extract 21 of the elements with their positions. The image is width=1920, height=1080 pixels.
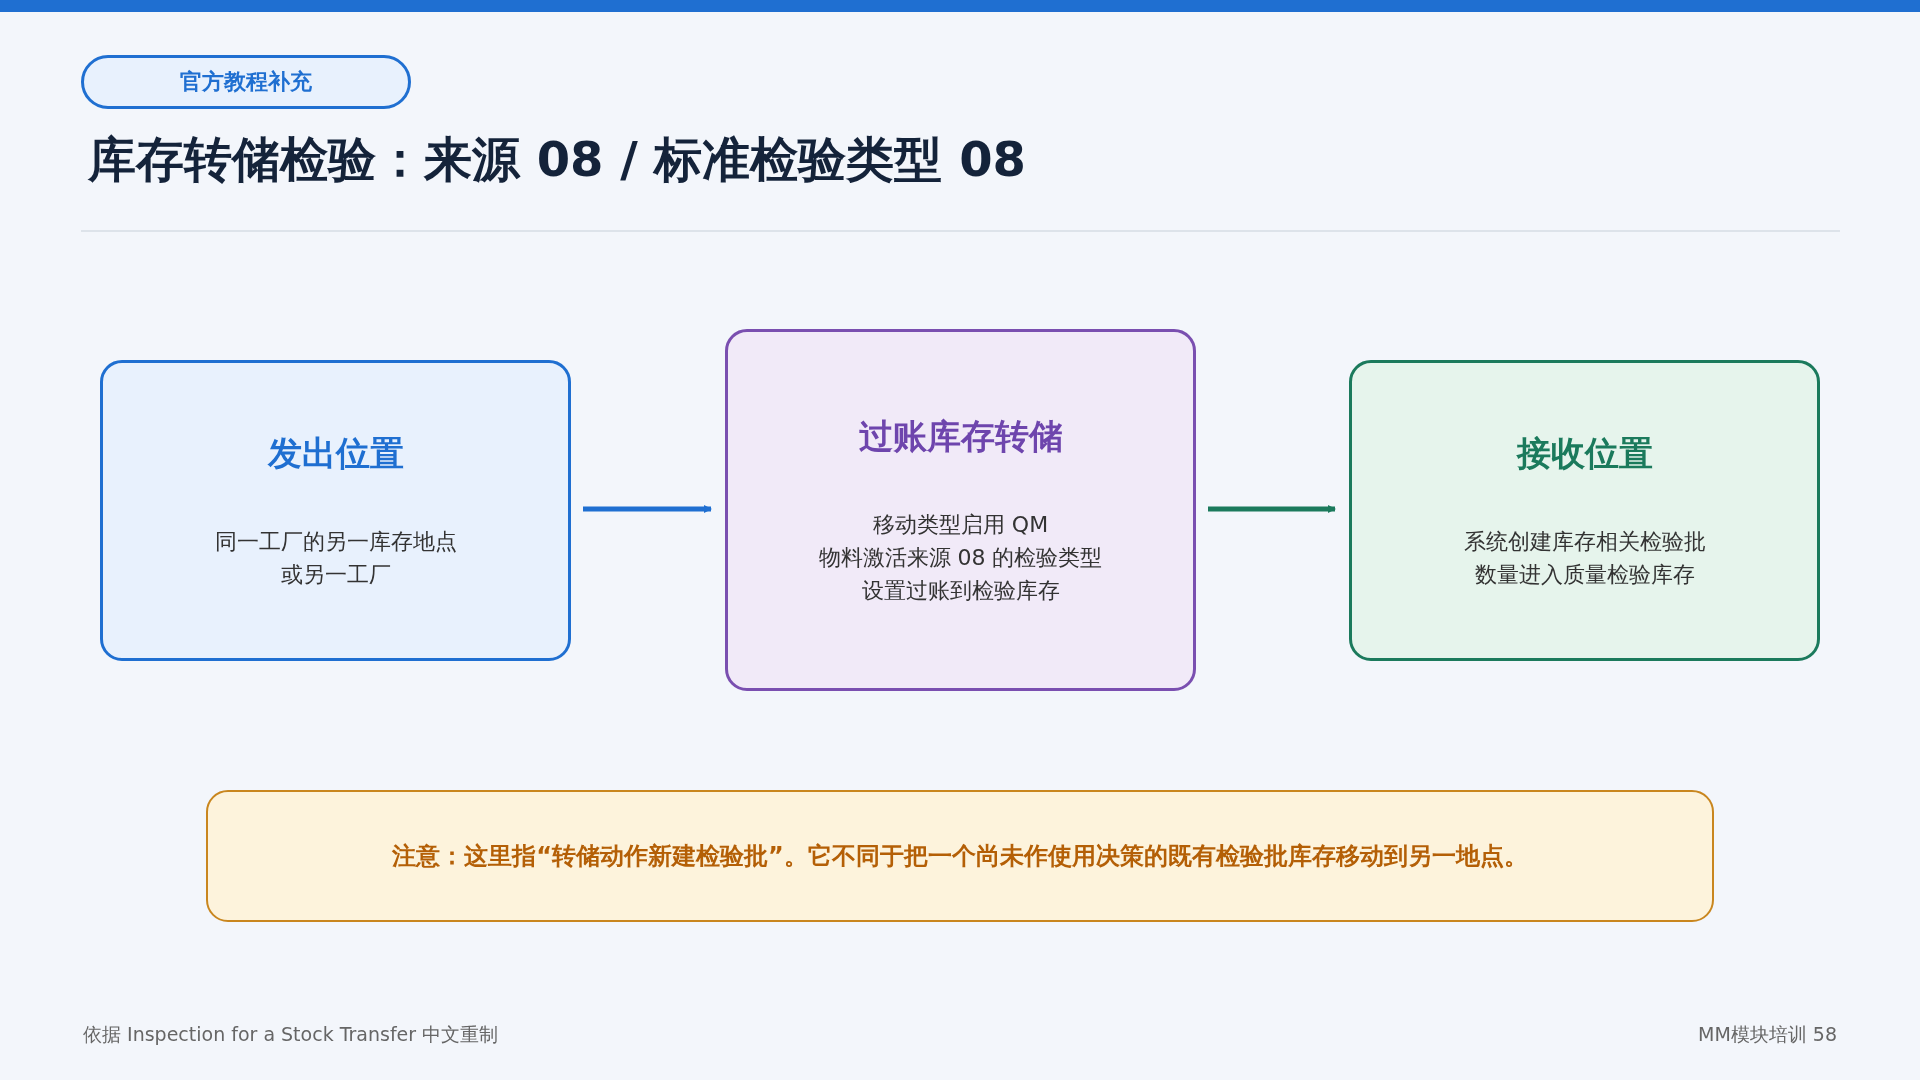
process-box [725,329,1196,691]
box-text: 设置过账到检验库存 [861,576,1060,605]
box-text: 系统创建库存相关检验批 [1463,527,1706,556]
note-box [206,790,1714,922]
footer-text: 依据 Inspection for a Stock Transfer 中文重制 [83,1022,499,1047]
arrow [1208,505,1336,513]
tag-pill [81,55,411,109]
slide-title: 库存转储检验：来源 08 / 标准检验类型 08 [88,130,1026,189]
process-box [100,360,571,661]
note-text: 注意：这里指“转储动作新建检验批”。它不同于把一个尚未作使用决策的既有检验批库存移动到另一地点。 [392,841,1528,872]
footer-text: MM模块培训 58 [1698,1022,1837,1047]
box-text: 物料激活来源 08 的检验类型 [818,543,1103,572]
box-heading: 过账库存转储 [858,414,1063,458]
box-heading: 接收位置 [1516,431,1653,475]
process-box [1349,360,1820,661]
box-text: 数量进入质量检验库存 [1474,560,1695,589]
box-text: 同一工厂的另一库存地点或另一工厂 [213,527,458,589]
arrow [583,505,712,513]
box-heading: 发出位置 [267,431,404,475]
box-text: 移动类型启用 QM [872,510,1049,539]
tag-text: 官方教程补充 [180,68,312,96]
